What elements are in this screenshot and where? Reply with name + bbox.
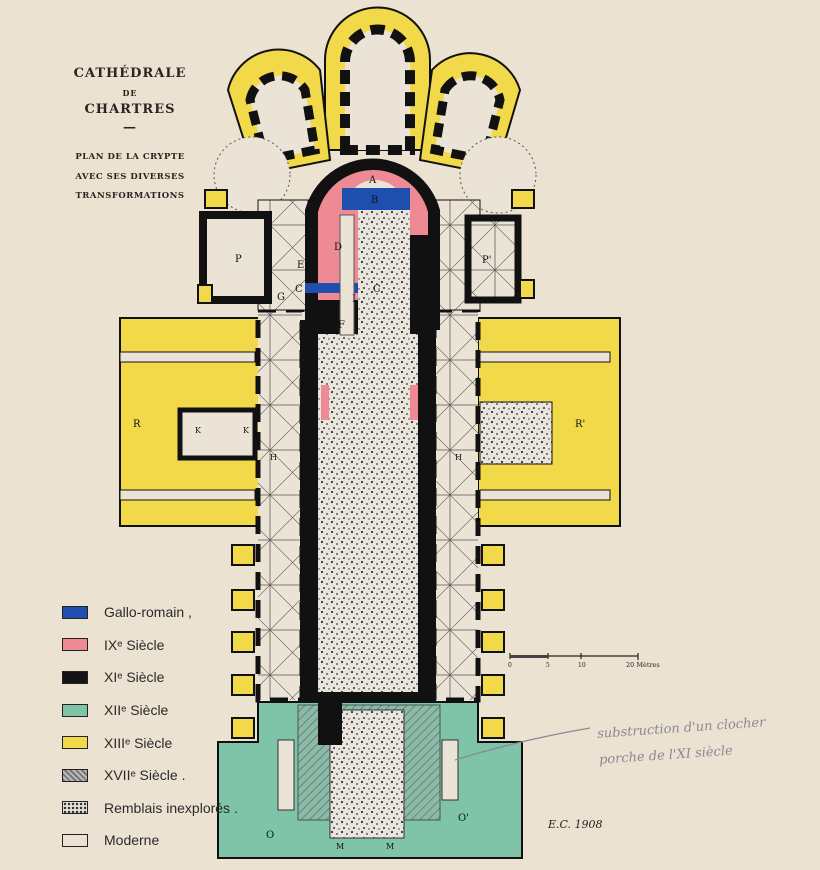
title-line-2: DE — [122, 88, 138, 98]
legend-item: XIᵉ Siècle — [62, 661, 238, 694]
signature: E.C. 1908 — [548, 818, 603, 831]
label-i: I — [352, 294, 356, 305]
legend-item: Moderne — [62, 824, 238, 857]
legend-label: Remblais inexplorés . — [104, 799, 238, 816]
legend-label: XIIᵉ Siècle — [104, 702, 169, 719]
label-o-prime: O' — [458, 813, 469, 824]
label-r-prime: R' — [575, 419, 585, 430]
legend-item: Remblais inexplorés . — [62, 792, 238, 825]
legend-label: XIIIᵉ Siècle — [104, 734, 173, 751]
swatch-9th-century — [62, 638, 88, 652]
subtitle-line-2: AVEC SES DIVERSES — [75, 172, 185, 182]
swatch-13th-century — [62, 736, 88, 750]
label-r: R — [133, 419, 141, 430]
legend-item: Gallo-romain , — [62, 596, 238, 629]
title-line-3: CHARTRES — [84, 102, 176, 117]
signature-initials: E.C. — [548, 818, 572, 831]
label-h2: H — [455, 453, 462, 462]
gallo-roman-wall-c — [305, 283, 410, 293]
swatch-gallo-roman — [62, 605, 88, 619]
swatch-modern — [62, 833, 88, 847]
subtitle-line-1: PLAN DE LA CRYPTE — [75, 152, 185, 162]
legend-label: Gallo-romain , — [104, 604, 192, 621]
aisle-left — [255, 307, 305, 703]
scale-tick-10: 10 — [578, 662, 586, 669]
title-divider: — — [123, 120, 137, 135]
swatch-17th-century — [62, 768, 88, 782]
swatch-12th-century — [62, 703, 88, 717]
label-k: K — [195, 426, 202, 435]
label-e: E — [297, 260, 304, 271]
swatch-unexplored-fill — [62, 801, 88, 815]
scale-tick-0: 0 — [508, 662, 512, 669]
legend-item: IXᵉ Siècle — [62, 629, 238, 662]
gallo-roman-wall-b — [342, 188, 410, 210]
scale-tick-5: 5 — [546, 662, 550, 669]
label-p-prime: P' — [482, 255, 491, 266]
label-d: D — [334, 242, 342, 253]
annotation-pointer — [454, 727, 591, 761]
scale-bar: 0 5 10 20 Mètres — [508, 652, 668, 676]
radiating-chapels — [213, 6, 537, 214]
aisle-right — [431, 307, 481, 703]
swatch-11th-century — [62, 670, 88, 684]
label-p: P — [235, 254, 242, 265]
legend-label: Moderne — [104, 832, 160, 849]
label-h: H — [270, 453, 277, 462]
legend: Gallo-romain , IXᵉ Siècle XIᵉ Siècle XII… — [62, 596, 238, 857]
room-p — [199, 211, 272, 304]
signature-year: 1908 — [574, 818, 603, 831]
scale-end-label: 20 Mètres — [626, 661, 660, 669]
buttresses — [197, 189, 535, 739]
nave-fill — [318, 334, 418, 692]
legend-item: XIIᵉ Siècle — [62, 694, 238, 727]
label-c2: C — [373, 284, 381, 295]
label-a: A — [368, 175, 377, 186]
subtitle-line-3: TRANSFORMATIONS — [75, 191, 185, 201]
legend-item: XIIIᵉ Siècle — [62, 726, 238, 759]
label-g: G — [277, 292, 285, 303]
title-line-1: CATHÉDRALE — [73, 66, 187, 81]
legend-label: XIᵉ Siècle — [104, 669, 165, 686]
legend-label: IXᵉ Siècle — [104, 636, 165, 653]
label-m2: M — [386, 842, 394, 851]
legend-item: XVIIᵉ Siècle . — [62, 759, 238, 792]
label-f: F — [338, 320, 345, 331]
label-k2: K — [243, 426, 250, 435]
legend-label: XVIIᵉ Siècle . — [104, 767, 186, 784]
label-b: B — [371, 195, 378, 206]
room-p-prime — [464, 214, 522, 304]
label-m: M — [336, 842, 344, 851]
label-o: O — [266, 830, 274, 841]
label-c: C — [295, 284, 303, 295]
